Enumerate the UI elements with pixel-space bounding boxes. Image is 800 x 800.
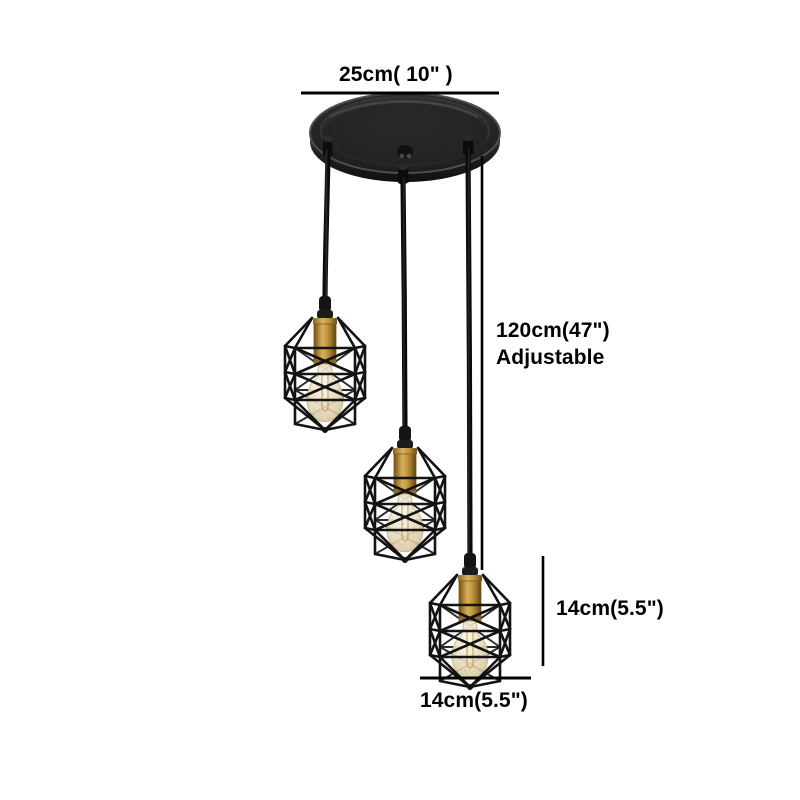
dimension-label-shade-height: 14cm(5.5") bbox=[556, 597, 664, 620]
cage-shade-lower bbox=[428, 573, 512, 689]
pendant-lamp-middle bbox=[363, 426, 447, 563]
socket-middle bbox=[393, 448, 417, 495]
canopy-center-boss bbox=[397, 145, 413, 159]
cage-finial-middle bbox=[402, 557, 408, 563]
socket-upper bbox=[313, 318, 337, 365]
bulb-middle bbox=[386, 493, 424, 553]
cord-left bbox=[322, 149, 331, 308]
ceiling-canopy bbox=[309, 92, 501, 185]
cage-shade-middle bbox=[363, 446, 447, 562]
cage-shade-upper bbox=[283, 316, 367, 432]
cord-right bbox=[465, 148, 473, 565]
strain-relief-lower bbox=[462, 553, 478, 576]
socket-lower bbox=[458, 575, 482, 622]
dimension-label-canopy-width: 25cm( 10" ) bbox=[339, 63, 453, 86]
cage-finial-lower bbox=[467, 684, 473, 690]
cage-finial-upper bbox=[322, 427, 328, 433]
cord-drop-measure: 120cm(47") bbox=[496, 319, 610, 342]
pendant-lamp-upper bbox=[283, 296, 367, 433]
cord-drop-adjustable-note: Adjustable bbox=[496, 345, 605, 369]
cord-center bbox=[400, 177, 408, 438]
strain-relief-upper bbox=[317, 296, 333, 319]
pendant-lamp-lower bbox=[428, 553, 512, 690]
strain-relief-middle bbox=[397, 426, 413, 449]
dimension-label-cord-drop: 120cm(47") Adjustable bbox=[496, 318, 610, 372]
dimension-label-shade-width: 14cm(5.5") bbox=[420, 689, 528, 712]
